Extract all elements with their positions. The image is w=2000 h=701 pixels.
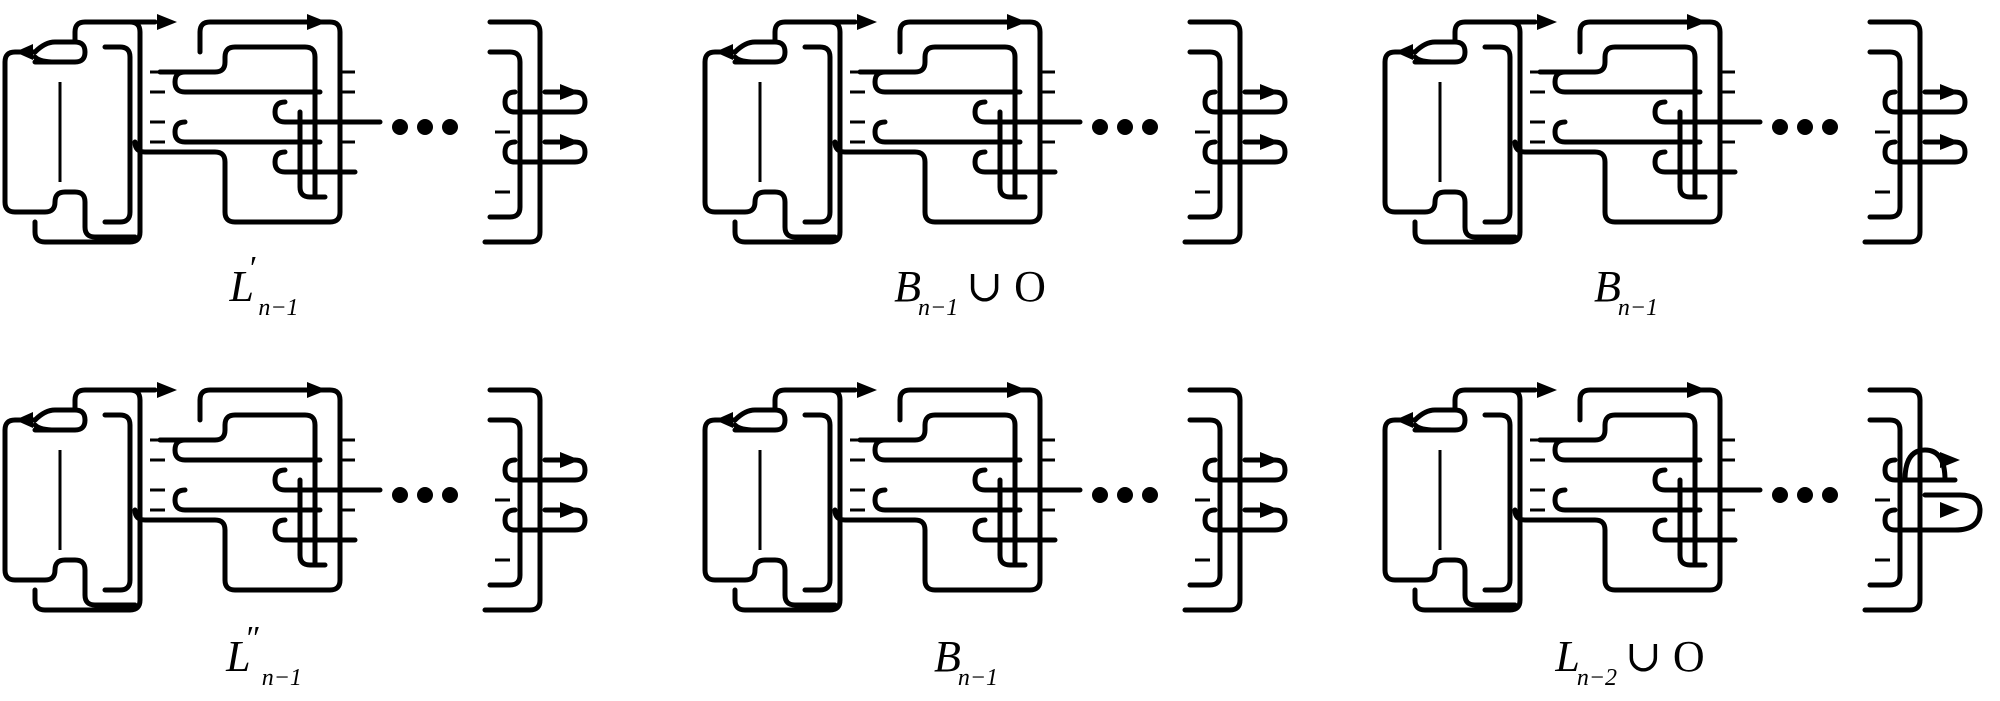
label-suffix: ∪ O <box>966 262 1046 311</box>
label-sub: n−1 <box>1617 295 1659 321</box>
panel-label: Bn−1 <box>1594 250 1666 322</box>
label-prime: ″ <box>246 620 261 657</box>
link-diagram-panel <box>1385 382 1980 610</box>
link-diagram-panel <box>705 14 1285 242</box>
label-sub: n−2 <box>1576 665 1618 691</box>
label-base: L <box>226 632 251 681</box>
label-base: L <box>1555 632 1580 681</box>
label-sub: n−1 <box>957 665 999 691</box>
label-suffix: ∪ O <box>1625 632 1705 681</box>
label-sub: n−1 <box>261 665 302 691</box>
label-prime: ′ <box>249 250 258 287</box>
label-sub: n−1 <box>918 295 959 321</box>
label-base: B <box>894 262 922 311</box>
label-sub: n−1 <box>258 295 299 321</box>
link-diagram-panel <box>5 382 585 610</box>
label-base: B <box>933 632 961 681</box>
panel-label: L″n−1 <box>226 620 310 692</box>
panel-label: L′n−1 <box>229 250 306 322</box>
link-diagram-panel <box>5 14 585 242</box>
panel-label: Bn−1 ∪ O <box>894 250 1046 322</box>
panel-label: Ln−2 ∪ O <box>1555 620 1704 692</box>
label-base: L <box>229 262 254 311</box>
label-base: B <box>1593 262 1621 311</box>
link-diagram-panel <box>1385 14 1965 242</box>
panel-label: Bn−1 <box>934 620 1006 692</box>
link-diagram-panel <box>705 382 1285 610</box>
